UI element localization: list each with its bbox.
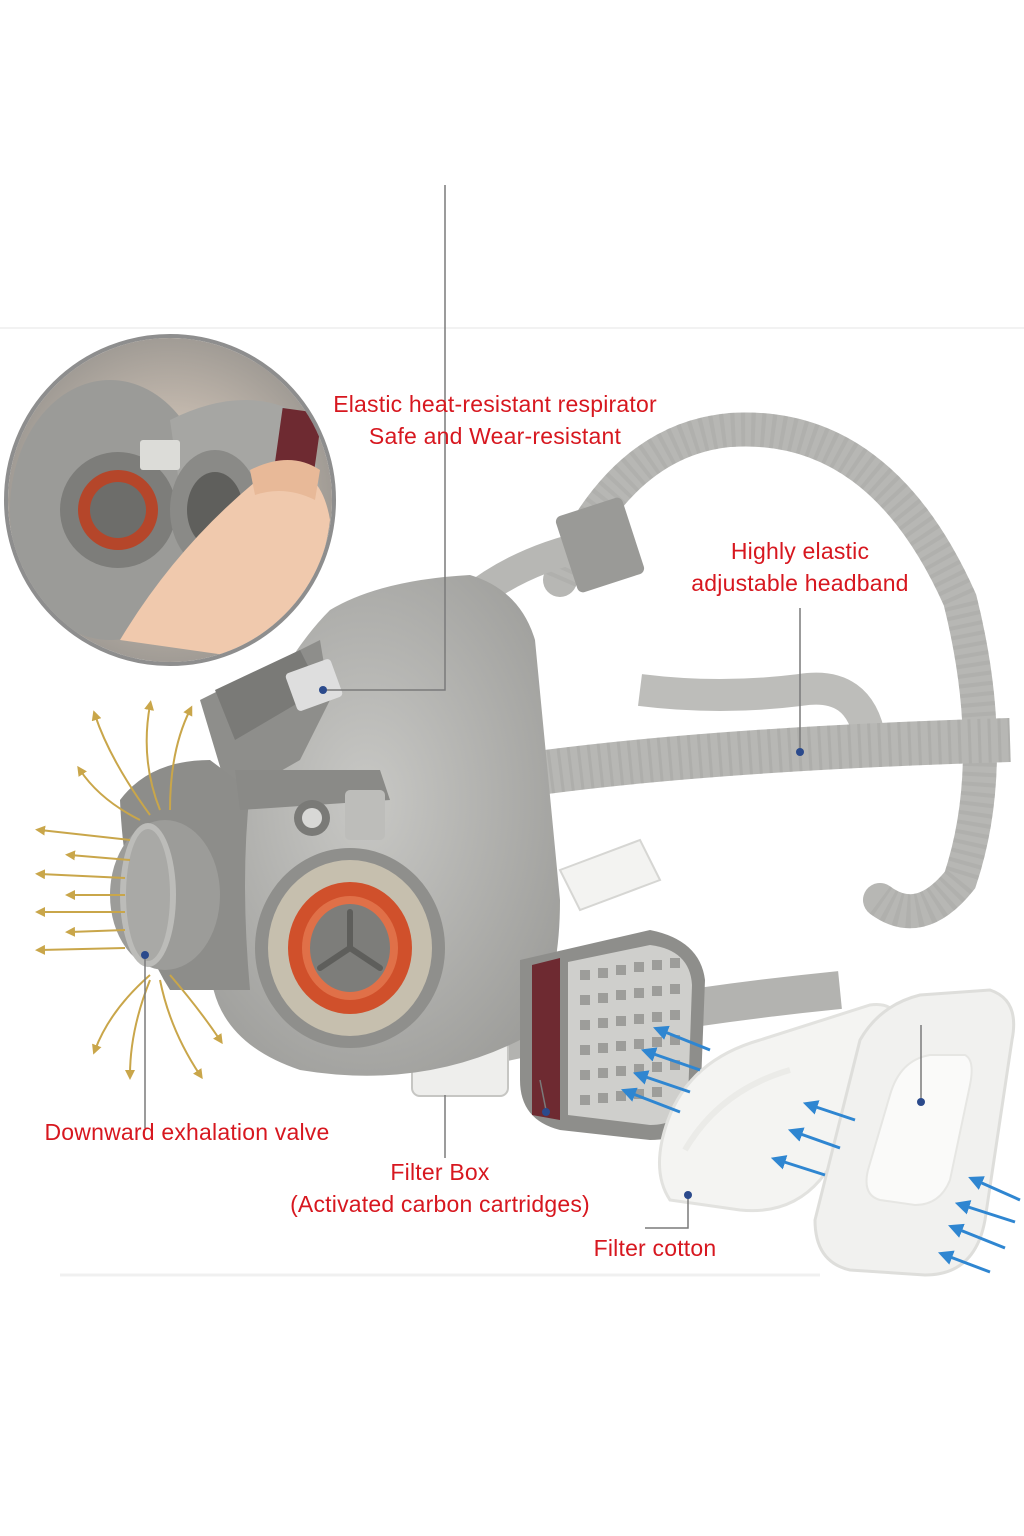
leader-line-filter-cotton — [645, 1195, 689, 1229]
inhale-arrows — [620, 1025, 1021, 1274]
respirator-label: Elastic heat-resistant respirator Safe a… — [300, 388, 690, 452]
inhale-arrow — [802, 1100, 856, 1122]
leader-dot — [917, 1098, 925, 1106]
exhale-arrow — [65, 926, 126, 937]
filter-cotton-label-text: Filter cotton — [593, 1235, 717, 1261]
exhale-arrow — [169, 974, 223, 1045]
inhale-arrow — [620, 1087, 681, 1114]
filter-cotton-label: Filter cotton — [575, 1232, 735, 1264]
inhale-arrow — [948, 1223, 1006, 1250]
exhale-arrow — [35, 825, 131, 841]
exhale-arrow — [92, 974, 151, 1055]
inhale-arrow — [640, 1047, 701, 1072]
inhale-arrow — [787, 1127, 841, 1150]
exhale-arrow — [125, 979, 151, 1080]
leader-dot — [796, 748, 804, 756]
exhale-arrow — [91, 710, 151, 816]
leader-line-respirator — [323, 185, 446, 691]
exhale-arrow — [65, 850, 131, 861]
exhalation-valve-cover — [110, 820, 220, 970]
leader-dot — [684, 1191, 692, 1199]
headband-label-line1: Highly elastic — [730, 538, 870, 564]
headband-label: Highly elastic adjustable headband — [668, 535, 932, 599]
inhale-arrow — [954, 1200, 1016, 1224]
leader-lines — [144, 185, 922, 1229]
respirator-label-line1: Elastic heat-resistant respirator — [333, 391, 657, 417]
exhalation-valve-label: Downward exhalation valve — [22, 1116, 352, 1148]
leader-dot — [542, 1108, 550, 1116]
inhale-arrow — [770, 1155, 826, 1177]
filter-box-label-line2: (Activated carbon cartridges) — [290, 1191, 590, 1217]
exhale-arrow — [144, 700, 161, 811]
inset-closeup-circle — [4, 334, 336, 666]
leader-dot — [319, 686, 327, 694]
leader-dots — [141, 686, 925, 1199]
exhalation-valve-label-text: Downward exhalation valve — [44, 1119, 330, 1145]
exhale-arrow — [159, 979, 203, 1080]
filter-box-label: Filter Box (Activated carbon cartridges) — [262, 1156, 618, 1220]
exhale-arrow — [35, 944, 126, 955]
exhale-arrow — [35, 869, 126, 880]
respirator-label-line2: Safe and Wear-resistant — [368, 423, 622, 449]
inhale-arrow — [653, 1025, 711, 1052]
inhale-arrow — [937, 1250, 991, 1274]
filter-port-ring — [255, 848, 445, 1048]
activated-carbon-cartridge — [520, 930, 705, 1140]
leader-dot — [141, 951, 149, 959]
side-clip — [558, 838, 662, 912]
inhale-arrow — [968, 1176, 1021, 1202]
leader-line-cartridge — [539, 1079, 547, 1111]
filter-box-label-line1: Filter Box — [390, 1159, 490, 1185]
exhale-arrow — [77, 765, 141, 821]
exhale-arrow — [169, 705, 193, 811]
exhale-arrows — [35, 700, 223, 1080]
inhale-arrow — [632, 1070, 691, 1094]
headband-label-line2: adjustable headband — [691, 570, 909, 596]
